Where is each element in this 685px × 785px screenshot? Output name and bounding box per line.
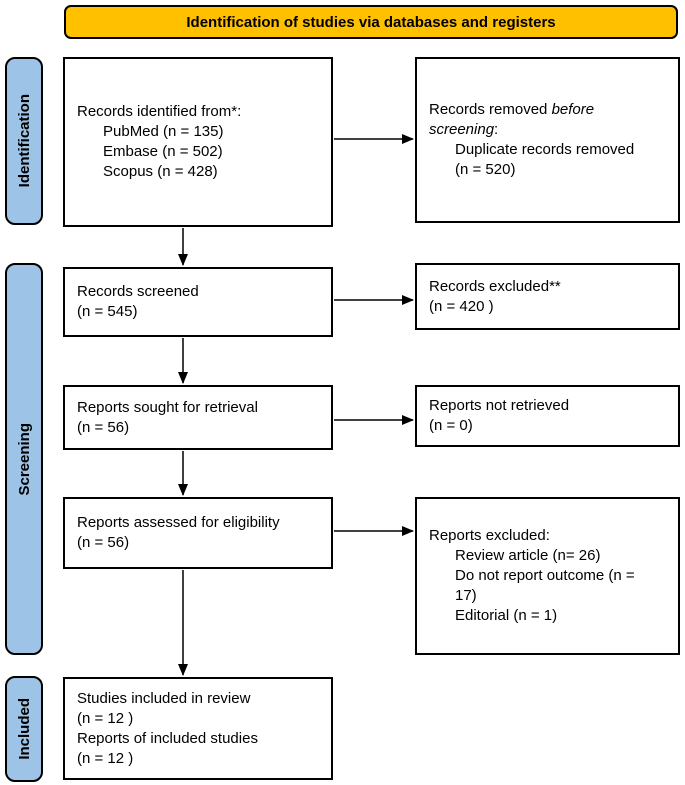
box-reports-assessed: Reports assessed for eligibility (n = 56…	[63, 497, 333, 569]
box-records-removed: Records removed before screening: Duplic…	[415, 57, 680, 223]
stage-label-screening: Screening	[5, 263, 43, 655]
reports-sought-count: (n = 56)	[77, 418, 130, 436]
stage-screening-text: Screening	[15, 422, 33, 496]
studies-included-line: Studies included in review	[77, 689, 251, 707]
reports-excluded-reason-editorial: Editorial (n = 1)	[455, 607, 558, 624]
studies-included-count: (n = 12 )	[77, 709, 134, 727]
reports-excluded-reason-review: Review article (n= 26)	[455, 547, 601, 564]
box-reports-not-retrieved: Reports not retrieved (n = 0)	[415, 385, 680, 447]
reports-sought-line: Reports sought for retrieval	[77, 398, 258, 416]
box-records-identified: Records identified from*: PubMed (n = 13…	[63, 57, 333, 227]
records-removed-heading-normal: Records removed	[429, 101, 552, 118]
records-excluded-line: Records excluded**	[429, 277, 561, 295]
records-removed-heading-italic: before screening	[429, 101, 595, 138]
stage-label-identification: Identification	[5, 57, 43, 225]
records-screened-count: (n = 545)	[77, 303, 138, 320]
box-studies-included: Studies included in review (n = 12 ) Rep…	[63, 677, 333, 780]
records-removed-heading: Records removed before screening:	[429, 100, 647, 140]
stage-label-included: Included	[5, 676, 43, 782]
records-screened-line: Records screened	[77, 283, 199, 300]
stage-included-text: Included	[15, 698, 33, 760]
banner-title-label: Identification of studies via databases …	[186, 13, 556, 31]
reports-included-count: (n = 12 )	[77, 749, 134, 767]
records-excluded-count: (n = 420 )	[429, 297, 494, 315]
reports-assessed-line: Reports assessed for eligibility	[77, 514, 280, 531]
records-removed-duplicates: Duplicate records removed (n = 520)	[455, 141, 635, 178]
box-records-excluded: Records excluded** (n = 420 )	[415, 263, 680, 330]
reports-excluded-heading: Reports excluded:	[429, 527, 550, 544]
records-identified-heading: Records identified from*:	[77, 103, 242, 120]
banner-title: Identification of studies via databases …	[64, 5, 678, 39]
box-records-screened: Records screened (n = 545)	[63, 267, 333, 337]
box-reports-sought: Reports sought for retrieval (n = 56)	[63, 385, 333, 450]
records-identified-source-scopus: Scopus (n = 428)	[103, 163, 218, 180]
reports-excluded-reason-outcome: Do not report outcome (n = 17)	[455, 567, 635, 604]
reports-assessed-count: (n = 56)	[77, 534, 130, 551]
reports-included-line: Reports of included studies	[77, 729, 258, 747]
reports-not-retrieved-count: (n = 0)	[429, 417, 473, 434]
stage-identification-text: Identification	[15, 94, 33, 188]
box-reports-excluded: Reports excluded: Review article (n= 26)…	[415, 497, 680, 655]
records-identified-source-pubmed: PubMed (n = 135)	[103, 123, 224, 140]
records-removed-heading-colon: :	[494, 121, 499, 138]
reports-not-retrieved-line: Reports not retrieved	[429, 397, 570, 414]
records-identified-source-embase: Embase (n = 502)	[103, 143, 223, 160]
